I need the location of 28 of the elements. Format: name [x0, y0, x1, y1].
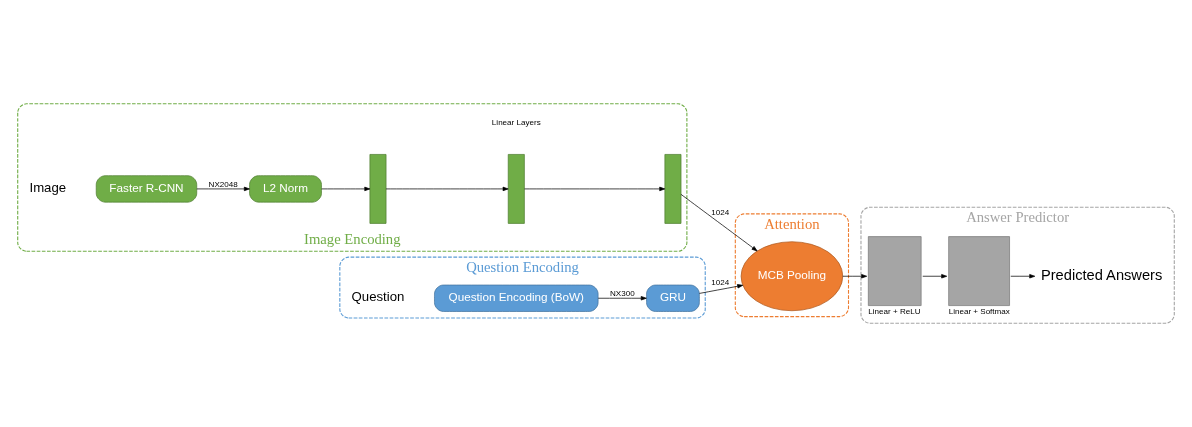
node-label: Linear + Softmax	[948, 306, 1010, 316]
arrow	[385, 186, 509, 192]
node-label: Linear + ReLU	[868, 306, 921, 316]
edge-label: NX300	[609, 288, 635, 298]
arrow	[922, 274, 948, 279]
node-bar	[507, 154, 525, 224]
node-text: Predicted Answers	[1040, 266, 1163, 283]
label: Linear Layers	[491, 117, 541, 127]
arrow	[699, 284, 744, 294]
edge-label: 1024	[711, 277, 730, 287]
node-label: Question	[351, 289, 405, 305]
node-ellipse: MCB Pooling	[740, 241, 844, 312]
node-box: GRU	[646, 284, 700, 312]
edge-label: NX2048	[208, 179, 238, 189]
arrow	[842, 274, 868, 279]
arrow	[321, 186, 371, 192]
edge-label: 1024	[711, 208, 730, 218]
arrow	[680, 194, 758, 252]
node-bar	[664, 154, 682, 224]
arrow	[196, 186, 250, 192]
node-box: L2 Norm	[249, 175, 322, 203]
node-box: Faster R-CNN	[95, 175, 198, 203]
arrow	[597, 296, 647, 301]
node-bar	[369, 154, 387, 224]
arrow	[524, 186, 666, 192]
node-box: Question Encoding (BoW)	[434, 284, 599, 312]
arrow	[1010, 274, 1036, 279]
node-label: Image	[29, 180, 67, 196]
